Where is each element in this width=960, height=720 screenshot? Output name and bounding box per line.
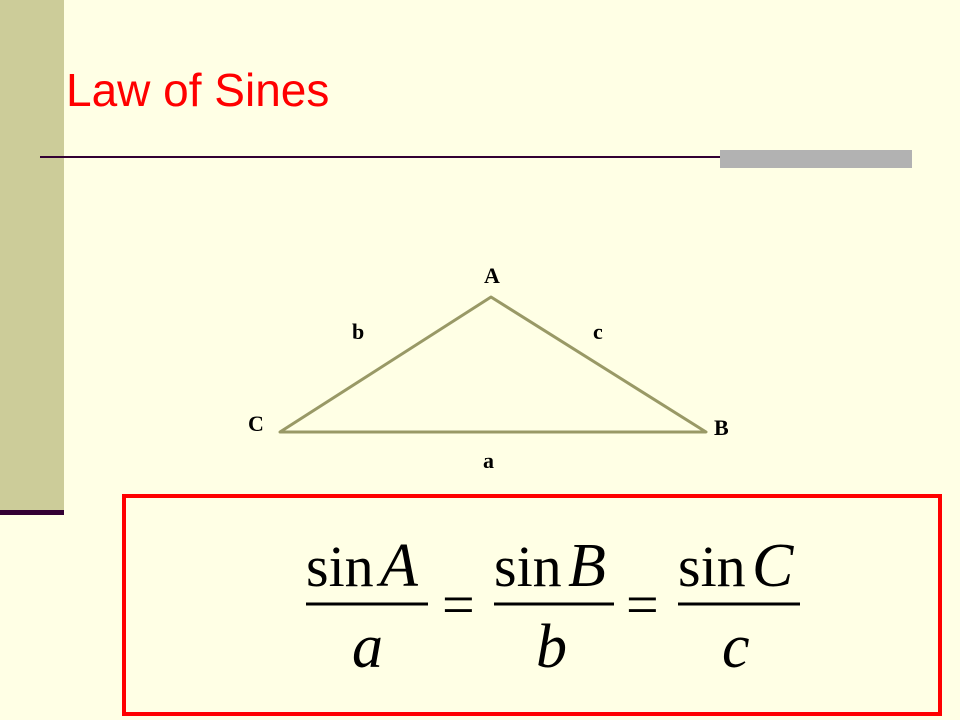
slide-title: Law of Sines bbox=[66, 64, 330, 116]
side-label-c: c bbox=[593, 319, 603, 344]
left-sidebar-bar bbox=[0, 0, 64, 512]
title-rule-accent bbox=[720, 150, 912, 168]
vertex-label-c: C bbox=[248, 411, 264, 436]
triangle-shape bbox=[278, 295, 708, 434]
formula-box bbox=[122, 494, 942, 716]
left-bar-underline bbox=[0, 510, 64, 515]
title-rule bbox=[40, 156, 912, 158]
side-label-a: a bbox=[483, 448, 494, 473]
side-label-b: b bbox=[352, 319, 364, 344]
vertex-label-a: A bbox=[484, 263, 500, 288]
vertex-label-b: B bbox=[714, 415, 729, 440]
